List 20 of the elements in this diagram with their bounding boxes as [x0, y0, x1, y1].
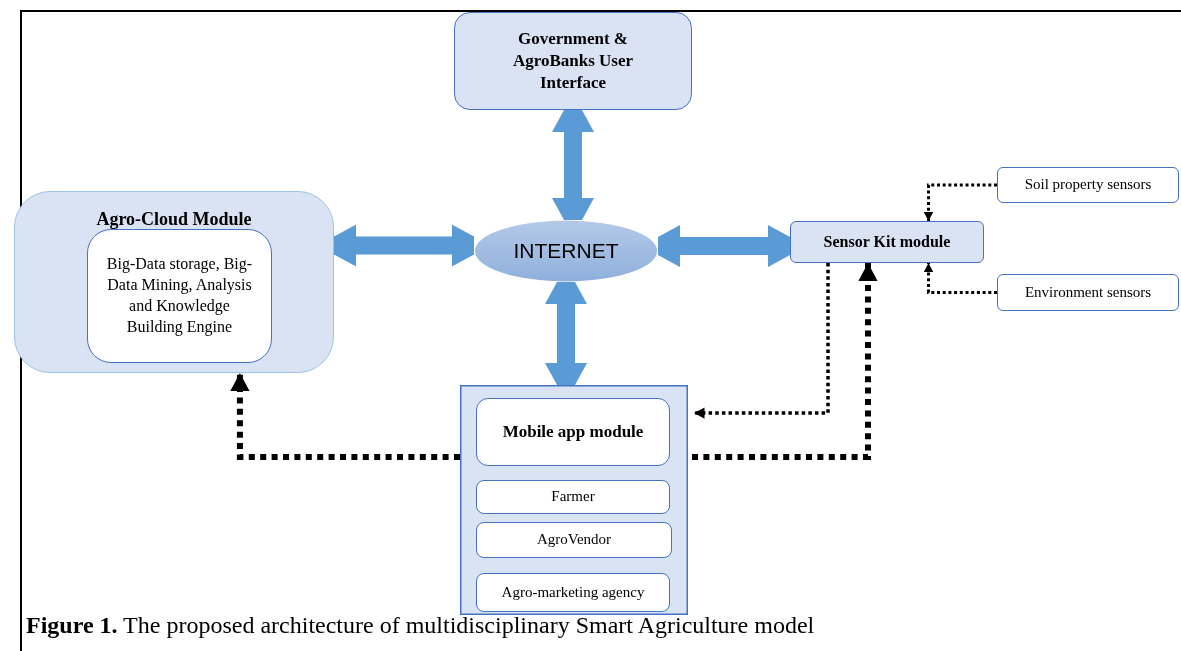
user-role-box: Farmer [476, 480, 670, 514]
module-panel [14, 191, 334, 373]
sensor-box: Soil property sensors [997, 167, 1179, 203]
dotted-arrow [923, 263, 997, 294]
module-box: Sensor Kit module [790, 221, 984, 263]
internet-ellipse [474, 220, 658, 282]
node-label: INTERNET [513, 238, 619, 265]
interface-box: Government & AgroBanks User Interface [454, 12, 692, 110]
user-role-box: Agro-marketing agency [476, 573, 670, 612]
dotted-arrow [692, 263, 878, 460]
figure-caption: Figure 1. The proposed architecture of multidisciplinary Smart Agriculture model [26, 612, 815, 639]
sensor-box: Environment sensors [997, 274, 1179, 311]
user-role-box: AgroVendor [476, 522, 672, 558]
dotted-arrow [230, 373, 460, 460]
panel-title: Agro-Cloud Module [96, 208, 252, 231]
engine-box: Big-Data storage, Big-Data Mining, Analysis and Knowledge Building Engine [87, 229, 272, 363]
dotted-arrow [694, 263, 830, 419]
module-panel [460, 385, 688, 615]
dotted-arrow [923, 183, 997, 221]
module-box: Mobile app module [476, 398, 670, 466]
